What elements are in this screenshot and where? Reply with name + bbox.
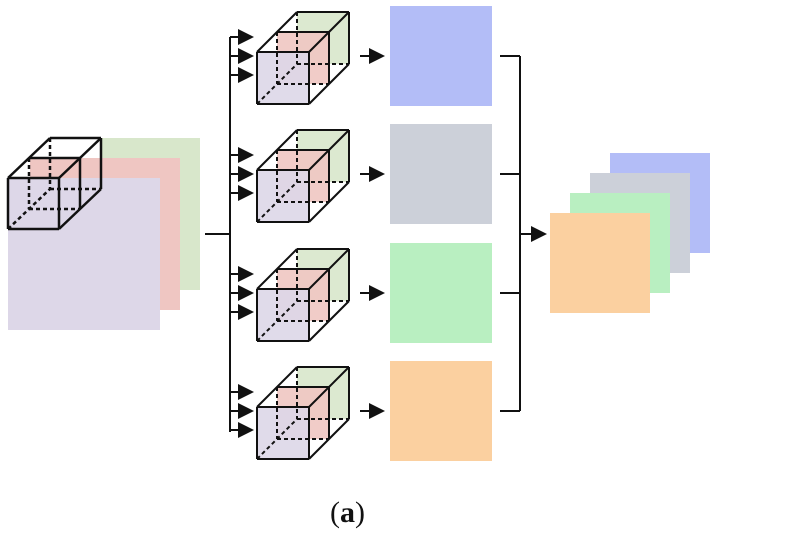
caption-open: ( (330, 496, 340, 529)
input-layer-lavender (8, 178, 160, 330)
output-layer-4 (550, 213, 650, 313)
caption-letter: a (340, 496, 355, 529)
branch-feature-map-4 (390, 361, 492, 461)
branch-feature-map-2 (390, 124, 492, 224)
branch-cube-1 (256, 11, 350, 105)
branch-cube-2 (256, 129, 350, 223)
branch-feature-map-3 (390, 243, 492, 343)
branch-cube-4 (256, 366, 350, 460)
branch-feature-map-1 (390, 6, 492, 106)
caption-close: ) (355, 496, 365, 529)
caption-label: (a) (330, 496, 365, 530)
input-cube (6, 136, 103, 231)
branch-cube-3 (256, 248, 350, 342)
